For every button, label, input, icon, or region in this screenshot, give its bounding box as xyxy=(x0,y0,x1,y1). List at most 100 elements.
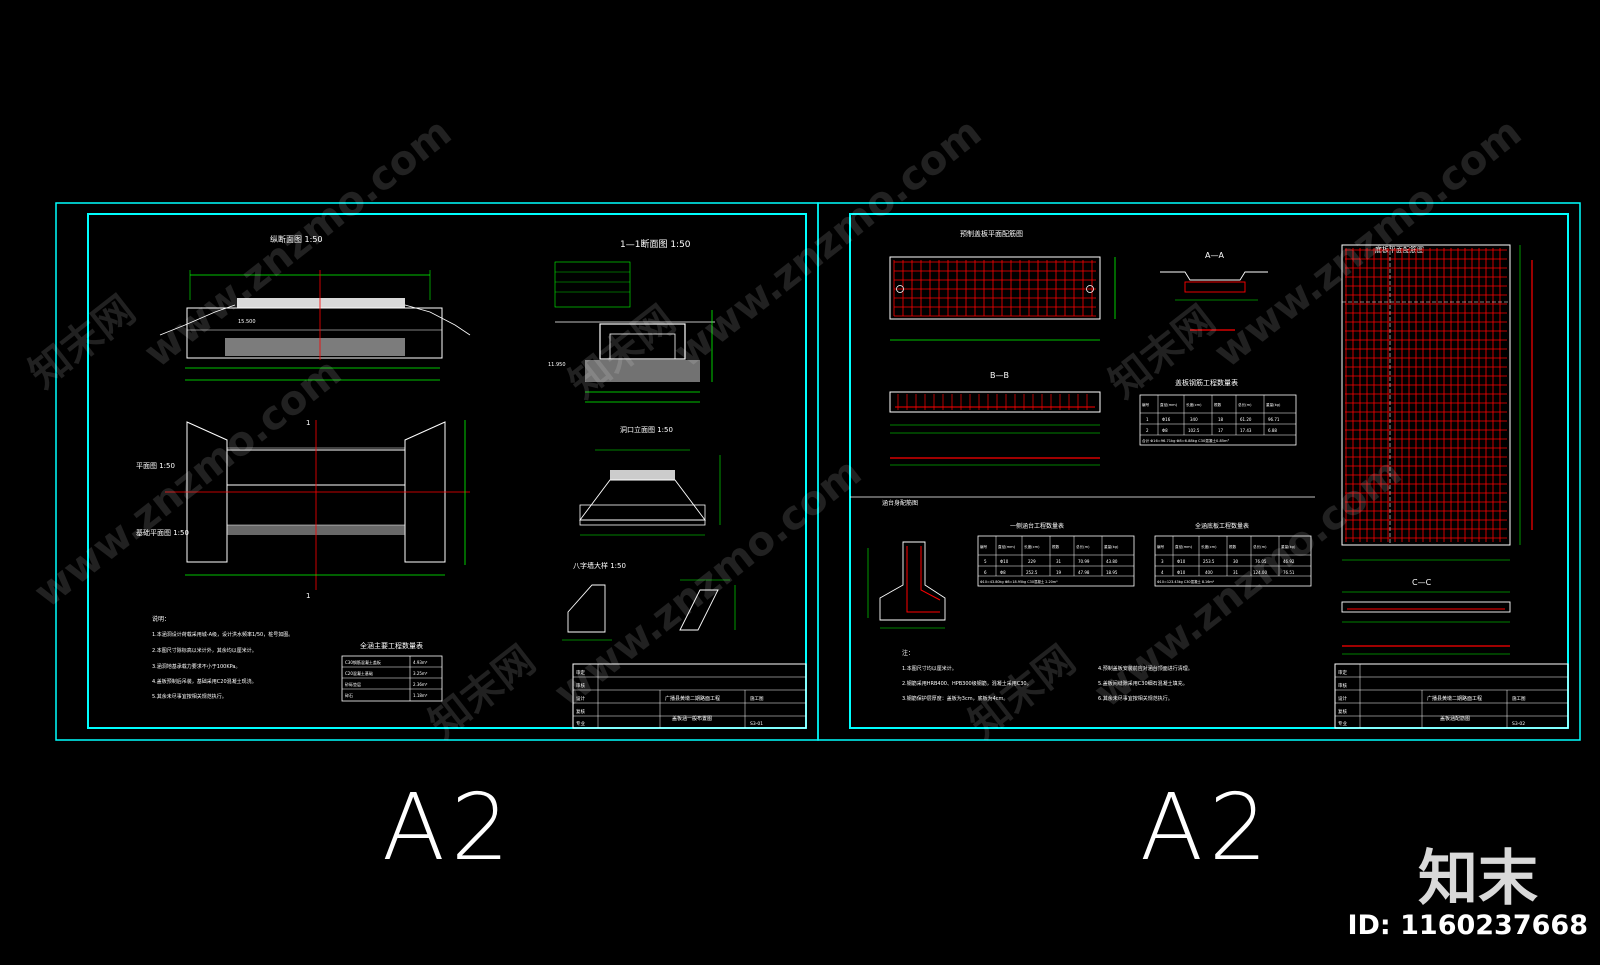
sheet-2-inner-frame xyxy=(849,213,1569,729)
quantity-table-title: 全涵主要工程数量表 xyxy=(360,641,423,650)
table-cell: 96.71 xyxy=(1268,417,1280,422)
table-header: 总长(m) xyxy=(1238,402,1252,407)
table-cell: 1 xyxy=(1146,417,1149,422)
title-block-label: 设计 xyxy=(1338,695,1347,702)
table-header: 长度(cm) xyxy=(1186,402,1202,407)
note-line: 5.其余未尽事宜按相关规范执行。 xyxy=(152,693,227,700)
table-cell: Φ16 xyxy=(1162,417,1171,422)
title-block-sheet-no: S3-02 xyxy=(1512,721,1525,727)
table-cell: Φ8 xyxy=(1162,428,1168,433)
sheet-1: 纵断面图 1:50 15.500 平面图 1:50 基础平面图 1:50 xyxy=(55,202,819,741)
sheet-1-quantity-table: 全涵主要工程数量表 C30钢筋混凝土盖板 4.93m³ C20混凝土基础 3.2… xyxy=(341,641,443,702)
table-cell: 17.43 xyxy=(1240,428,1252,433)
table-header: 重量(kg) xyxy=(1266,402,1281,407)
table-cell: Φ10 xyxy=(1000,559,1009,564)
table-cell: 340 xyxy=(1190,417,1198,422)
table-cell: 2 xyxy=(1146,428,1149,433)
table-cell: 18.95 xyxy=(1106,570,1118,575)
title-block-label: 专业 xyxy=(576,720,585,727)
foundation-level-mark: 11.950 xyxy=(548,362,566,368)
table-total: Φ10=123.43kg C30混凝土 8.16m³ xyxy=(1157,579,1215,584)
title-block-label: 审核 xyxy=(1338,682,1347,689)
section-b-b-title: B—B xyxy=(990,371,1009,380)
section-c-c-title: C—C xyxy=(1412,578,1432,587)
base-plan-title: 底板平面配筋图 xyxy=(1375,245,1424,254)
table-cell: Φ8 xyxy=(1000,570,1006,575)
qty-cell: C30钢筋混凝土盖板 xyxy=(345,659,381,665)
table-cell: 31 xyxy=(1056,559,1062,564)
table-header: 总长(m) xyxy=(1076,544,1090,549)
table-cell: 253.5 xyxy=(1203,559,1215,564)
wall-section-title: 涵台身配筋图 xyxy=(882,499,918,507)
portal-elevation-title: 洞口立面图 1:50 xyxy=(620,425,673,434)
sheet-1-notes: 说明： 1.本涵洞设计荷载采用城-A级，设计洪水频率1/50，桩号如图。 2.本… xyxy=(152,615,293,700)
wall-table-title: 一侧涵台工程数量表 xyxy=(1010,522,1064,530)
wall-section-view: 涵台身配筋图 xyxy=(867,499,946,629)
section-c-c-view: C—C xyxy=(1341,578,1511,655)
sheet-2: 预制盖板平面配筋图 A—A B—B xyxy=(817,202,1581,741)
table-cell: 76.51 xyxy=(1283,570,1295,575)
wall-quantity-table: 一侧涵台工程数量表 编号 直径(mm) 长度(cm) 根数 总长(m) 重量(k… xyxy=(977,522,1135,587)
table-cell: 43.80 xyxy=(1106,559,1118,564)
brand-id: ID: 1160237668 xyxy=(1347,910,1588,941)
portal-elevation-view: 洞口立面图 1:50 xyxy=(579,425,721,536)
qty-cell: 1.18m³ xyxy=(413,693,428,698)
longitudinal-view-title: 纵断面图 1:50 xyxy=(270,234,323,244)
table-cell: 6 xyxy=(984,570,987,575)
title-block-drawing: 盖板涵一般布置图 xyxy=(672,715,712,722)
table-cell: 47.98 xyxy=(1078,570,1090,575)
note-line: 2.本图尺寸除标高以米计外，其余均以厘米计。 xyxy=(152,647,257,654)
table-cell: 5 xyxy=(984,559,987,564)
title-block-drawing: 盖板涵配筋图 xyxy=(1440,715,1470,722)
title-block-label: 专业 xyxy=(1338,720,1347,727)
sheet-2-title-block: 审定 审核 设计 复核 专业 广播县黄墩二期路面工程 盖板涵配筋图 施工图 S3… xyxy=(1334,663,1569,729)
note-line: 6.其余未尽事宜按相关规范执行。 xyxy=(1098,695,1173,702)
slab-table-title: 盖板钢筋工程数量表 xyxy=(1175,378,1238,387)
table-header: 根数 xyxy=(1229,544,1237,549)
section-b-b-stirrups xyxy=(897,394,1088,410)
slab-plan-title: 预制盖板平面配筋图 xyxy=(960,229,1023,238)
sheet-2-notes: 注： 1.本图尺寸均以厘米计。 2.钢筋采用HRB400、HPB300级钢筋，混… xyxy=(902,649,1193,702)
sheet-2-size-label: A2 xyxy=(1140,774,1274,881)
title-block-project: 广播县黄墩二期路面工程 xyxy=(665,695,720,702)
table-cell: 252.5 xyxy=(1026,570,1038,575)
sheet-1-inner-frame xyxy=(87,213,807,729)
qty-cell: 4.93m³ xyxy=(413,660,428,665)
qty-cell: 砂砾垫层 xyxy=(345,681,361,687)
table-header: 直径(mm) xyxy=(1160,402,1178,407)
section-mark-top: 1 xyxy=(306,419,310,427)
section-1-1-title: 1—1断面图 1:50 xyxy=(620,238,691,250)
title-block-stage: 施工图 xyxy=(750,695,764,702)
note-line: 4.预制盖板安装前应对涵台顶面进行清理。 xyxy=(1098,665,1193,672)
table-cell: Φ10 xyxy=(1177,559,1186,564)
table-cell: 3 xyxy=(1161,559,1164,564)
note-line: 3.涵洞地基承载力要求不小于100KPa。 xyxy=(152,663,240,670)
table-total: 合计 Φ16=96.71kg Φ8=6.88kg C30混凝土0.85m³ xyxy=(1142,438,1230,443)
qty-cell: 3.25m³ xyxy=(413,671,428,676)
section-a-a-title: A—A xyxy=(1205,251,1224,260)
table-header: 直径(mm) xyxy=(998,544,1016,549)
table-cell: 30 xyxy=(1233,559,1239,564)
table-cell: 61.20 xyxy=(1240,417,1252,422)
plan-view: 平面图 1:50 基础平面图 1:50 1 1 xyxy=(136,419,470,600)
table-cell: 102.5 xyxy=(1188,428,1200,433)
title-block-stage: 施工图 xyxy=(1512,695,1526,702)
table-cell: 17 xyxy=(1218,428,1224,433)
title-block-project: 广播县黄墩二期路面工程 xyxy=(1427,695,1482,702)
title-block-label: 复核 xyxy=(576,708,585,715)
base-table-title: 全涵底板工程数量表 xyxy=(1195,522,1249,530)
title-block-label: 审定 xyxy=(1338,669,1347,676)
foundation-plan-title: 基础平面图 1:50 xyxy=(136,528,189,537)
slab-plan-view: 预制盖板平面配筋图 xyxy=(889,229,1116,341)
slab-rebar-table: 盖板钢筋工程数量表 编号 直径(mm) 长度(cm) 根数 总长(m) 重量(k… xyxy=(1139,378,1297,446)
wingwall-detail-view: 八字墙大样 1:50 xyxy=(562,561,736,641)
table-header: 长度(cm) xyxy=(1024,544,1040,549)
table-cell: 400 xyxy=(1205,570,1213,575)
sheet-2-outer-frame xyxy=(817,202,1581,741)
table-cell: 46.92 xyxy=(1283,559,1295,564)
base-quantity-table: 全涵底板工程数量表 编号 直径(mm) 长度(cm) 根数 总长(m) 重量(k… xyxy=(1154,522,1312,587)
table-header: 编号 xyxy=(1157,544,1165,549)
longitudinal-section-view: 纵断面图 1:50 15.500 xyxy=(159,234,471,381)
table-cell: 4 xyxy=(1161,570,1164,575)
